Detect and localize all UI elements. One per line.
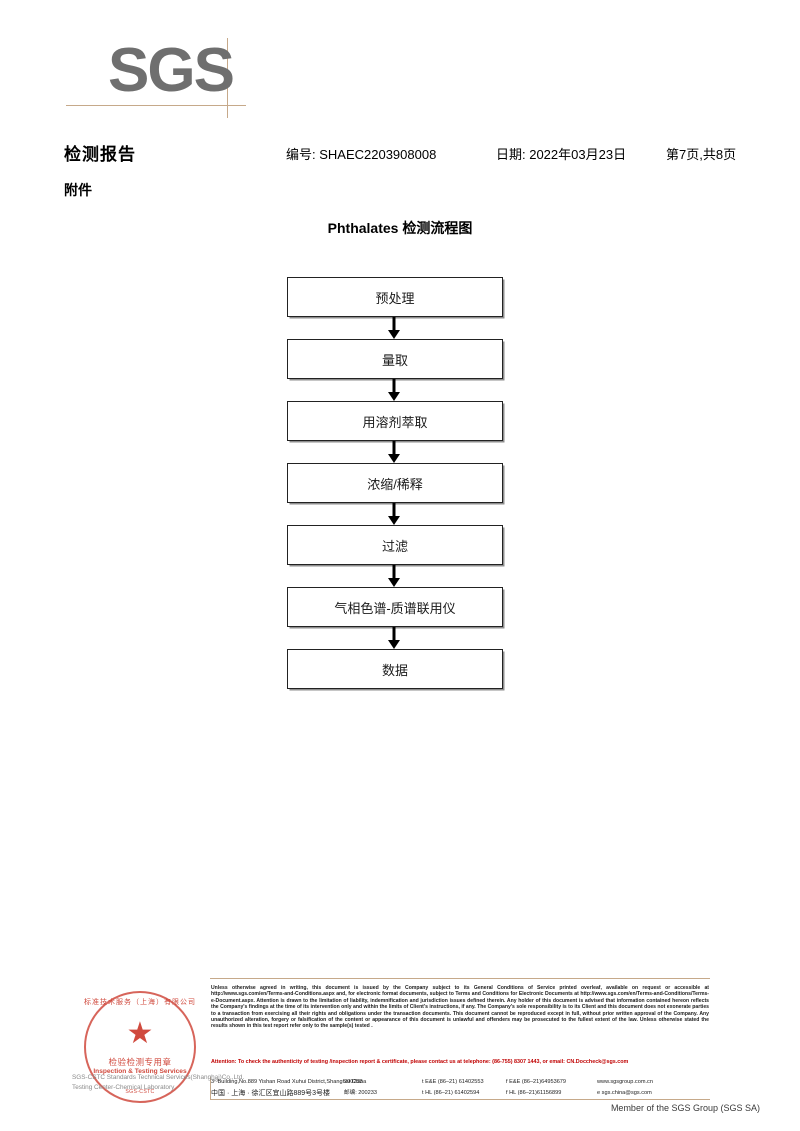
flowchart-title: Phthalates 检测流程图: [327, 220, 473, 236]
page-indicator: 第7页,共8页: [666, 147, 737, 162]
stamp-en-label: Inspection & Testing Services: [93, 1068, 187, 1076]
postcode-cn: 邮编: 200233: [344, 1090, 377, 1096]
flow-node-label: 用溶剂萃取: [362, 414, 428, 430]
flow-node-label: 浓缩/稀释: [367, 476, 423, 492]
document-footer: Unless otherwise agreed in writing, this…: [0, 978, 800, 1131]
stamp-cn-label: 检验检测专用章: [108, 1056, 172, 1067]
flow-node-data: 数据: [287, 649, 503, 689]
flow-arrow-down-icon: [287, 317, 501, 339]
telephone-ee: t E&E (86–21) 61402553: [422, 1079, 484, 1085]
report-number: 编号: SHAEC2203908008: [286, 147, 437, 162]
address-block: 3ʳᵈBuilding,No.889 Yishan Road Xuhui Dis…: [211, 1077, 711, 1099]
stamp-arc-bottom-text: SGS-CSTC: [125, 1089, 155, 1095]
website: www.sgsgroup.com.cn: [597, 1079, 653, 1085]
flowchart: 预处理 量取 用溶剂萃取 浓缩/稀释 过滤 气相色谱-质谱联用仪 数据: [287, 277, 503, 689]
fax-hl: f HL (86–21)61156899: [506, 1090, 562, 1096]
logo-vertical-rule: [227, 38, 228, 118]
company-overlay-text: SGS-CSTC Standards Technical Services(Sh…: [72, 1073, 282, 1093]
legal-terms-text: Unless otherwise agreed in writing, this…: [211, 985, 709, 1030]
fax-ee: f E&E (86–21)64953679: [506, 1079, 567, 1085]
page-title: 检测报告: [64, 145, 136, 164]
address-en: 3ʳᵈBuilding,No.889 Yishan Road Xuhui Dis…: [211, 1079, 367, 1085]
flow-node-pretreatment: 预处理: [287, 277, 503, 317]
address-bottom-divider: [210, 1099, 710, 1100]
report-date: 日期: 2022年03月23日: [496, 147, 627, 162]
flow-node-label: 量取: [381, 352, 408, 368]
company-overlay-line1: SGS-CSTC Standards Technical Services(Sh…: [72, 1074, 245, 1081]
email: e sgs.china@sgs.com: [597, 1090, 652, 1096]
flow-arrow-down-icon: [287, 503, 501, 525]
flow-node-label: 过滤: [381, 538, 408, 554]
flow-node-concentrate-dilute: 浓缩/稀释: [287, 463, 503, 503]
attachment-label: 附件: [64, 182, 92, 198]
telephone-hl: t HL (86–21) 61402594: [422, 1090, 480, 1096]
postcode-en: 200233: [344, 1079, 363, 1085]
attention-notice: Attention: To check the authenticity of …: [211, 1059, 629, 1065]
flow-arrow-down-icon: [287, 627, 501, 649]
flow-node-label: 数据: [381, 662, 408, 678]
document-header: 检测报告 编号: SHAEC2203908008 日期: 2022年03月23日…: [64, 140, 764, 202]
flow-node-filter: 过滤: [287, 525, 503, 565]
header-row: 检测报告 编号: SHAEC2203908008 日期: 2022年03月23日…: [64, 140, 764, 170]
logo-text: SGS: [108, 36, 235, 105]
footer-divider: [210, 978, 710, 979]
flow-node-label: 气相色谱-质谱联用仪: [334, 600, 456, 616]
flow-node-gcms: 气相色谱-质谱联用仪: [287, 587, 503, 627]
flow-arrow-down-icon: [287, 379, 501, 401]
company-overlay-line2: Testing Center-Chemical Laboratory.: [72, 1084, 176, 1091]
address-left-tick: [210, 1077, 211, 1100]
stamp-arc-top-text: 标准技术服务（上海）有限公司: [84, 999, 196, 1006]
flow-arrow-down-icon: [287, 565, 501, 587]
stamp-ring: [84, 991, 196, 1103]
address-row: 3ʳᵈBuilding,No.889 Yishan Road Xuhui Dis…: [211, 1077, 711, 1088]
flow-node-label: 预处理: [375, 290, 415, 306]
flow-node-solvent-extraction: 用溶剂萃取: [287, 401, 503, 441]
inspection-seal-stamp: 标准技术服务（上海）有限公司 ★ 检验检测专用章 Inspection & Te…: [84, 991, 196, 1103]
member-statement: Member of the SGS Group (SGS SA): [610, 1103, 760, 1113]
address-row: 中国 · 上海 · 徐汇区宜山路889号3号楼 邮编: 200233 t HL …: [211, 1088, 711, 1099]
address-cn: 中国 · 上海 · 徐汇区宜山路889号3号楼: [211, 1090, 331, 1097]
sgs-logo: SGS: [66, 36, 268, 118]
star-icon: ★: [126, 1016, 154, 1050]
logo-horizontal-rule: [66, 105, 246, 106]
flow-arrow-down-icon: [287, 441, 501, 463]
flow-node-measure: 量取: [287, 339, 503, 379]
